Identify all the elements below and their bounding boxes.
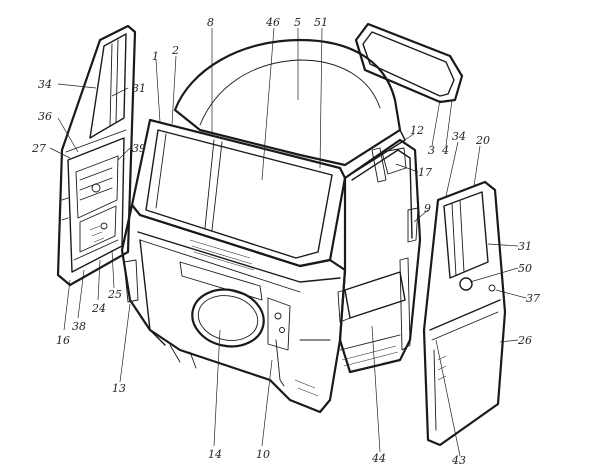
label-34-right: 34: [452, 130, 466, 143]
label-9: 9: [424, 202, 431, 215]
label-12: 12: [410, 124, 424, 137]
right-door: [422, 180, 507, 447]
label-1: 1: [152, 50, 159, 63]
label-4: 4: [441, 144, 449, 157]
leader-lines: [49, 27, 527, 457]
label-44: 44: [371, 452, 386, 465]
label-50: 50: [518, 262, 532, 275]
label-25: 25: [107, 288, 122, 301]
label-31-left: 31: [132, 82, 146, 95]
windshield-frame: [130, 118, 347, 268]
part-number-labels: 34 31 36 27 39 16 38 24 25 1 2 8 46 5 51…: [31, 16, 540, 466]
label-37: 37: [526, 292, 540, 305]
rear-window-glass: [354, 22, 464, 104]
label-17: 17: [418, 166, 432, 179]
cab-front-lower: [120, 203, 347, 414]
label-39: 39: [132, 142, 146, 155]
label-31-right: 31: [518, 240, 532, 253]
label-43: 43: [451, 454, 466, 466]
label-26: 26: [517, 334, 532, 347]
cab-side-body: [337, 138, 422, 374]
label-36: 36: [38, 110, 52, 123]
label-51: 51: [314, 16, 328, 29]
cab-roof: [173, 38, 406, 177]
label-5: 5: [294, 16, 301, 29]
label-8: 8: [207, 16, 214, 29]
label-3: 3: [428, 144, 435, 157]
label-46: 46: [265, 16, 280, 29]
label-14: 14: [208, 448, 222, 461]
label-10: 10: [256, 448, 270, 461]
label-38: 38: [72, 320, 86, 333]
label-27: 27: [31, 142, 46, 155]
label-2: 2: [171, 44, 179, 57]
label-34-left: 34: [38, 78, 52, 91]
label-20: 20: [475, 134, 490, 147]
label-24: 24: [91, 302, 106, 315]
label-13: 13: [112, 382, 126, 395]
label-16: 16: [56, 334, 70, 347]
